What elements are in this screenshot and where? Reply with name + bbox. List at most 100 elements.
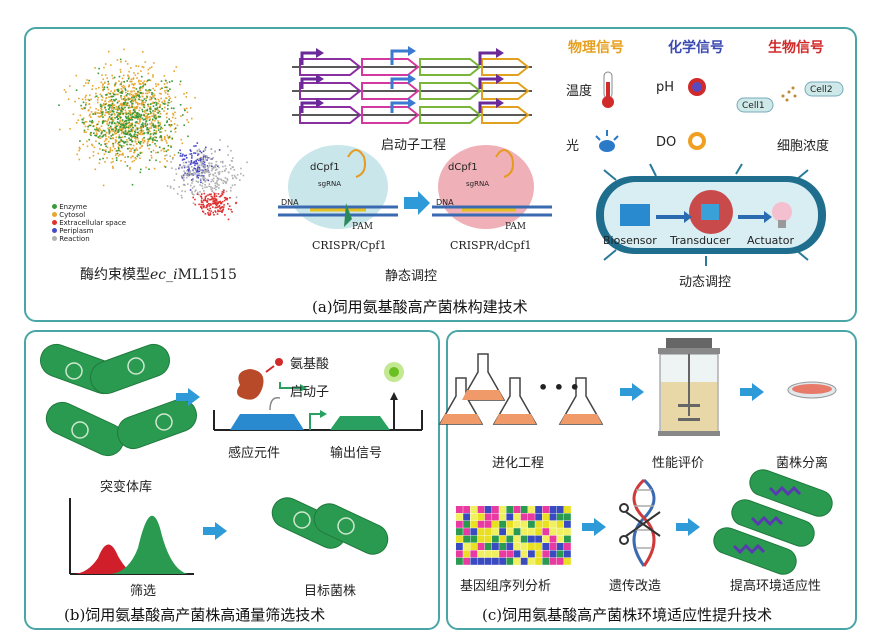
network-node [104, 100, 107, 102]
network-node [227, 218, 230, 221]
network-node [134, 138, 137, 140]
network-node [183, 170, 185, 173]
network-node [164, 103, 167, 105]
network-node [180, 138, 183, 141]
network-node [222, 160, 224, 163]
network-node [147, 72, 150, 75]
heatmap-cell [484, 513, 492, 521]
network-node [152, 101, 154, 104]
network-node [199, 150, 201, 153]
network-node [142, 92, 145, 95]
network-node [130, 119, 132, 121]
network-node [128, 137, 130, 140]
network-node [130, 122, 132, 125]
network-node [130, 130, 133, 132]
network-node [189, 107, 192, 109]
network-node [187, 183, 189, 185]
network-node [152, 110, 154, 112]
heatmap-cell [549, 550, 557, 558]
network-node [102, 83, 104, 85]
network-node [75, 89, 78, 91]
network-node [205, 195, 208, 197]
network-node [145, 118, 147, 120]
network-node [139, 116, 142, 118]
network-node [120, 88, 123, 90]
network-node [218, 171, 221, 173]
network-node [111, 118, 113, 121]
network-node [136, 106, 139, 108]
network-node [112, 108, 115, 111]
network-node [213, 195, 216, 197]
network-node [117, 90, 119, 92]
heatmap-cell [506, 506, 514, 513]
network-node [213, 192, 216, 195]
heatmap-cell [506, 520, 514, 528]
network-node [106, 146, 109, 149]
network-node [137, 118, 139, 121]
network-node [149, 130, 151, 133]
network-node [135, 115, 137, 117]
network-node [175, 66, 178, 68]
network-node [198, 170, 201, 172]
heatmap-cell [556, 535, 564, 543]
dots-label: • • • [538, 378, 580, 397]
network-node [131, 119, 134, 121]
network-node [102, 184, 105, 187]
network-node [120, 102, 122, 105]
network-node [129, 119, 131, 121]
network-node [136, 143, 138, 145]
network-node [94, 111, 96, 114]
network-node [158, 110, 161, 113]
network-node [155, 125, 158, 127]
network-node [112, 160, 114, 163]
network-node [81, 121, 84, 124]
network-node [111, 106, 113, 108]
network-node [148, 88, 151, 91]
network-node [89, 113, 91, 116]
network-node [182, 158, 185, 160]
network-node [96, 129, 98, 131]
network-node [136, 77, 138, 79]
network-node [125, 117, 128, 120]
network-node [196, 150, 199, 153]
network-node [96, 123, 98, 126]
network-node [152, 115, 155, 117]
network-node [197, 166, 200, 169]
network-node [137, 93, 139, 96]
network-node [154, 97, 156, 100]
heatmap-cell [492, 506, 499, 513]
network-node [111, 102, 114, 105]
network-node [158, 124, 161, 127]
network-node [108, 108, 110, 110]
network-node [129, 111, 131, 113]
network-node [214, 182, 216, 184]
network-node [123, 126, 126, 128]
network-node [155, 116, 158, 118]
network-node [212, 177, 215, 180]
network-node [142, 132, 144, 135]
network-node [201, 185, 203, 187]
network-node [211, 178, 214, 181]
static-regulation-label: 静态调控 [385, 269, 438, 284]
network-node [84, 125, 87, 128]
network-node [103, 149, 105, 151]
network-node [165, 80, 167, 82]
network-node [112, 95, 115, 98]
network-node [112, 128, 114, 130]
network-node [121, 85, 123, 88]
network-node [138, 122, 140, 125]
network-node [114, 117, 116, 119]
network-node [112, 111, 115, 113]
network-node [227, 145, 229, 148]
network-node [96, 112, 99, 114]
network-node [84, 107, 86, 110]
network-node [124, 115, 127, 118]
network-node [204, 170, 206, 172]
network-node [142, 104, 145, 106]
network-node [129, 114, 132, 116]
network-node [131, 97, 133, 99]
network-node [140, 141, 142, 143]
network-node [200, 160, 202, 162]
network-node [133, 87, 136, 89]
network-node [210, 152, 213, 155]
